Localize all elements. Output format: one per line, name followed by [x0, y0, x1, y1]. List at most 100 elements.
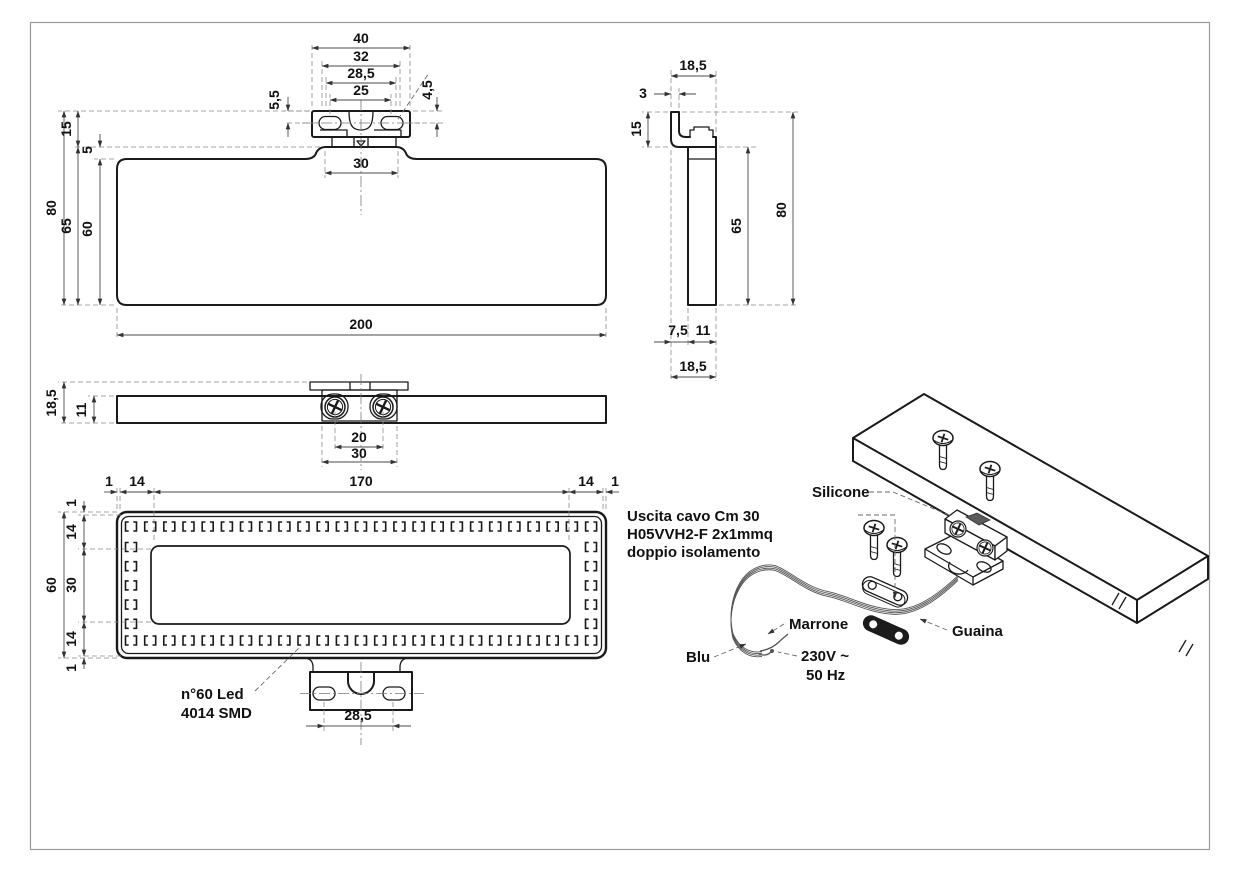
spacer-plate-dark: [862, 615, 910, 645]
led-marker: [239, 635, 253, 646]
front-centerlines: [302, 100, 420, 215]
dim-bottom-28-5: 28,5: [344, 707, 371, 723]
led-marker: [124, 521, 138, 532]
led-marker: [508, 635, 521, 646]
phillips-screw-icon: [949, 520, 967, 538]
label-voltage-line1: 230V ~: [801, 648, 849, 665]
led-marker: [335, 521, 349, 532]
led-marker: [584, 618, 598, 630]
led-marker: [412, 635, 425, 646]
dim-side-65: 65: [728, 218, 744, 234]
led-marker: [584, 560, 598, 572]
led-marker: [450, 635, 464, 646]
dim-bottom-1-lb: 1: [63, 664, 79, 672]
iso-flange-hole: [976, 561, 992, 573]
led-marker: [124, 580, 138, 591]
dim-bottom-1-lt: 1: [63, 499, 79, 507]
sheet-border: [29, 21, 1211, 851]
iso-bracket-assembly: [924, 509, 1008, 586]
led-marker: [565, 635, 579, 646]
screw-icon: [886, 536, 908, 578]
dim-side-18-5-bottom: 18,5: [679, 358, 706, 374]
bottom-neck: [304, 657, 409, 672]
led-marker: [163, 521, 176, 532]
led-marker: [163, 635, 176, 646]
led-marker: [354, 521, 368, 532]
dim-front-5-5: 5,5: [266, 90, 282, 110]
dim-front-60: 60: [79, 221, 95, 237]
led-marker: [469, 635, 483, 646]
dim-bottom-30: 30: [63, 577, 79, 593]
dim-front-30: 30: [353, 155, 369, 171]
dim-top-30: 30: [351, 445, 367, 461]
side-lbracket: [670, 111, 717, 148]
led-marker: [584, 541, 598, 553]
led-marker: [201, 521, 214, 532]
dim-front-5: 5: [79, 146, 95, 154]
iso-cable: [727, 563, 961, 658]
led-marker: [354, 635, 368, 646]
bottom-window: [150, 545, 571, 625]
dim-front-32: 32: [353, 48, 369, 64]
dim-bottom-14-tl: 14: [129, 473, 145, 489]
bottom-body-inner: [120, 515, 603, 655]
led-marker: [527, 521, 540, 532]
label-guaina: Guaina: [952, 623, 1004, 640]
cable-note-line2: H05VVH2-F 2x1mmq: [627, 526, 773, 543]
led-marker: [258, 635, 272, 646]
led-note-line1: n°60 Led: [181, 686, 244, 703]
label-blu: Blu: [686, 649, 710, 666]
led-marker: [584, 521, 598, 532]
led-marker: [546, 521, 559, 532]
led-marker: [239, 521, 253, 532]
screw-icon: [863, 519, 885, 561]
iso-slab-top: [852, 393, 1209, 601]
led-marker: [278, 635, 291, 646]
led-marker: [143, 635, 157, 646]
led-marker: [220, 521, 234, 532]
dim-side-15: 15: [628, 121, 644, 137]
screw-icon: [932, 429, 954, 471]
led-marker: [124, 618, 138, 630]
front-body-outline: [116, 146, 607, 306]
dim-bottom-1-tl: 1: [105, 473, 113, 489]
top-bracket-flange: [309, 381, 409, 391]
front-bracket-jaws: [320, 129, 402, 136]
label-voltage-line2: 50 Hz: [806, 667, 845, 684]
bottom-bracket-unotch: [347, 671, 375, 695]
led-marker: [469, 521, 483, 532]
led-marker: [258, 521, 272, 532]
screw-icon: [979, 460, 1001, 502]
dim-front-4-5: 4,5: [419, 80, 435, 100]
dim-bottom-60: 60: [43, 577, 59, 593]
led-marker: [584, 599, 598, 610]
dim-side-11: 11: [696, 322, 711, 338]
led-marker: [431, 635, 444, 646]
led-marker: [412, 521, 425, 532]
dim-top-18-5: 18,5: [43, 389, 59, 416]
wire-brown: [759, 633, 789, 652]
led-marker: [393, 635, 406, 646]
top-slot-right: [369, 393, 398, 420]
iso-flange-thickness: [924, 549, 1004, 586]
iso-seam-ticks: [1111, 592, 1194, 657]
side-clamp-profile: [689, 126, 714, 137]
led-marker: [220, 635, 234, 646]
dim-side-3: 3: [639, 85, 647, 101]
led-marker: [584, 635, 598, 646]
led-marker: [488, 635, 502, 646]
iso-block-side: [994, 536, 1008, 561]
dim-top-11: 11: [73, 402, 89, 417]
dim-front-28-5: 28,5: [347, 65, 374, 81]
iso-flange-hole: [936, 543, 952, 555]
dim-bottom-14-lt: 14: [63, 524, 79, 540]
dim-front-25: 25: [353, 82, 369, 98]
led-array: [124, 521, 598, 646]
dim-front-80: 80: [43, 200, 59, 216]
led-marker: [124, 599, 138, 610]
iso-view: Silicone Uscita cavo Cm 30 H05VVH2-F 2x1…: [627, 393, 1209, 684]
dim-side-18-5: 18,5: [679, 57, 706, 73]
dim-top-20: 20: [351, 429, 367, 445]
led-marker: [182, 635, 195, 646]
